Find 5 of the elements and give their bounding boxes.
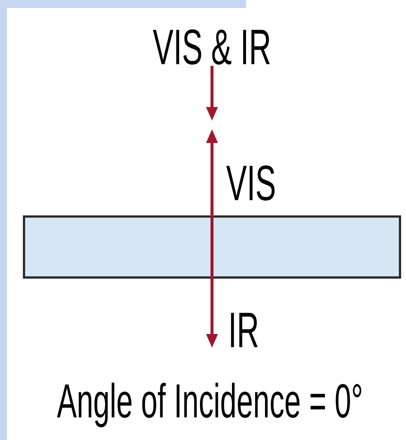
caption: Angle of Incidence = 0°	[57, 382, 362, 428]
beam-label: VIS & IR	[152, 29, 270, 65]
edge-label: VIS	[226, 165, 275, 201]
edge-label: IR	[231, 312, 258, 348]
filter-plate	[22, 215, 402, 279]
